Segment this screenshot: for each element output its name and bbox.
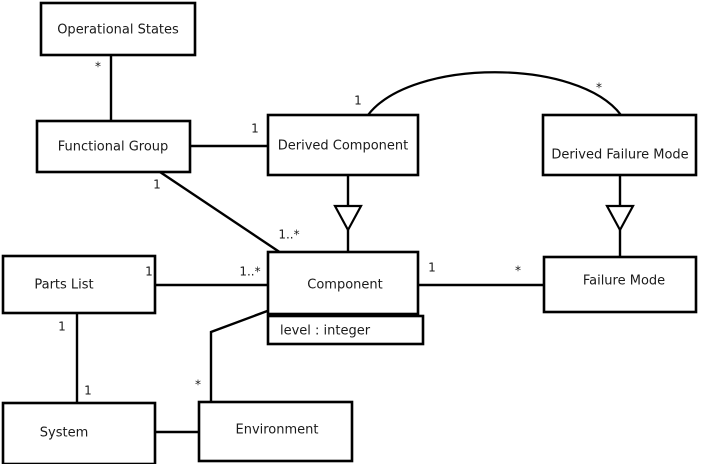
class-box-functional-group[interactable]: Functional Group: [35, 119, 192, 174]
multiplicity-system-up-one: 1: [84, 384, 92, 398]
class-rect-component[interactable]: [266, 250, 420, 316]
multiplicity-opstates-star: *: [95, 60, 101, 74]
multiplicity-partslist-one: 1: [145, 265, 153, 279]
assoc-line-functionalgroup-component: [159, 171, 282, 254]
multiplicity-component-topleft: 1..*: [278, 228, 299, 242]
class-rect-parts-list[interactable]: [1, 254, 157, 315]
assoc-line-environment-component: [209, 308, 271, 402]
multiplicity-derivedcomponent-one: 1: [251, 122, 259, 136]
class-label-system: System: [40, 426, 88, 441]
class-box-failure-mode[interactable]: Failure Mode: [542, 255, 698, 314]
gen-triangle-derivedfailuremode-failuremode: [605, 204, 635, 233]
class-label-environment: Environment: [235, 423, 318, 438]
class-label-failure-mode: Failure Mode: [583, 274, 665, 289]
class-box-operational-states[interactable]: Operational States: [39, 1, 197, 57]
multiplicity-component-right-one: 1: [428, 261, 436, 275]
class-label-derived-failure-mode: Derived Failure Mode: [551, 148, 688, 163]
class-attr-rect-component[interactable]: [266, 314, 425, 346]
multiplicity-failuremode-star: *: [515, 264, 521, 278]
class-label-component: Component: [307, 278, 382, 293]
class-box-component[interactable]: Component level : integer: [266, 250, 425, 346]
class-label-parts-list: Parts List: [34, 278, 93, 293]
class-rect-failure-mode[interactable]: [542, 255, 698, 314]
class-rect-environment[interactable]: [197, 400, 354, 463]
class-box-derived-failure-mode[interactable]: Derived Failure Mode: [541, 113, 698, 177]
multiplicity-arc-star: *: [596, 81, 602, 95]
class-box-parts-list[interactable]: Parts List: [1, 254, 157, 315]
multiplicity-arc-one: 1: [354, 94, 362, 108]
class-label-derived-component: Derived Component: [278, 139, 409, 154]
multiplicity-functionalgroup-one: 1: [153, 178, 161, 192]
class-box-derived-component[interactable]: Derived Component: [266, 113, 420, 177]
gen-triangle-derivedcomponent-component: [333, 204, 363, 233]
multiplicity-partslist-component: 1..*: [239, 265, 260, 279]
class-rect-derived-failure-mode[interactable]: [541, 113, 698, 177]
class-rect-derived-component[interactable]: [266, 113, 420, 177]
class-label-functional-group: Functional Group: [58, 140, 169, 155]
multiplicity-partslist-down-one: 1: [58, 320, 66, 334]
class-box-system[interactable]: System: [1, 401, 157, 464]
class-box-environment[interactable]: Environment: [197, 400, 354, 463]
class-rect-operational-states[interactable]: [39, 1, 197, 57]
class-rect-functional-group[interactable]: [35, 119, 192, 174]
assoc-arc-derivedcomponent-derivedfailuremode: [367, 71, 622, 116]
multiplicity-environment-star: *: [195, 378, 201, 392]
class-rect-system[interactable]: [1, 401, 157, 464]
class-label-operational-states: Operational States: [57, 23, 179, 38]
class-attr-label-component-level: level : integer: [280, 324, 371, 339]
